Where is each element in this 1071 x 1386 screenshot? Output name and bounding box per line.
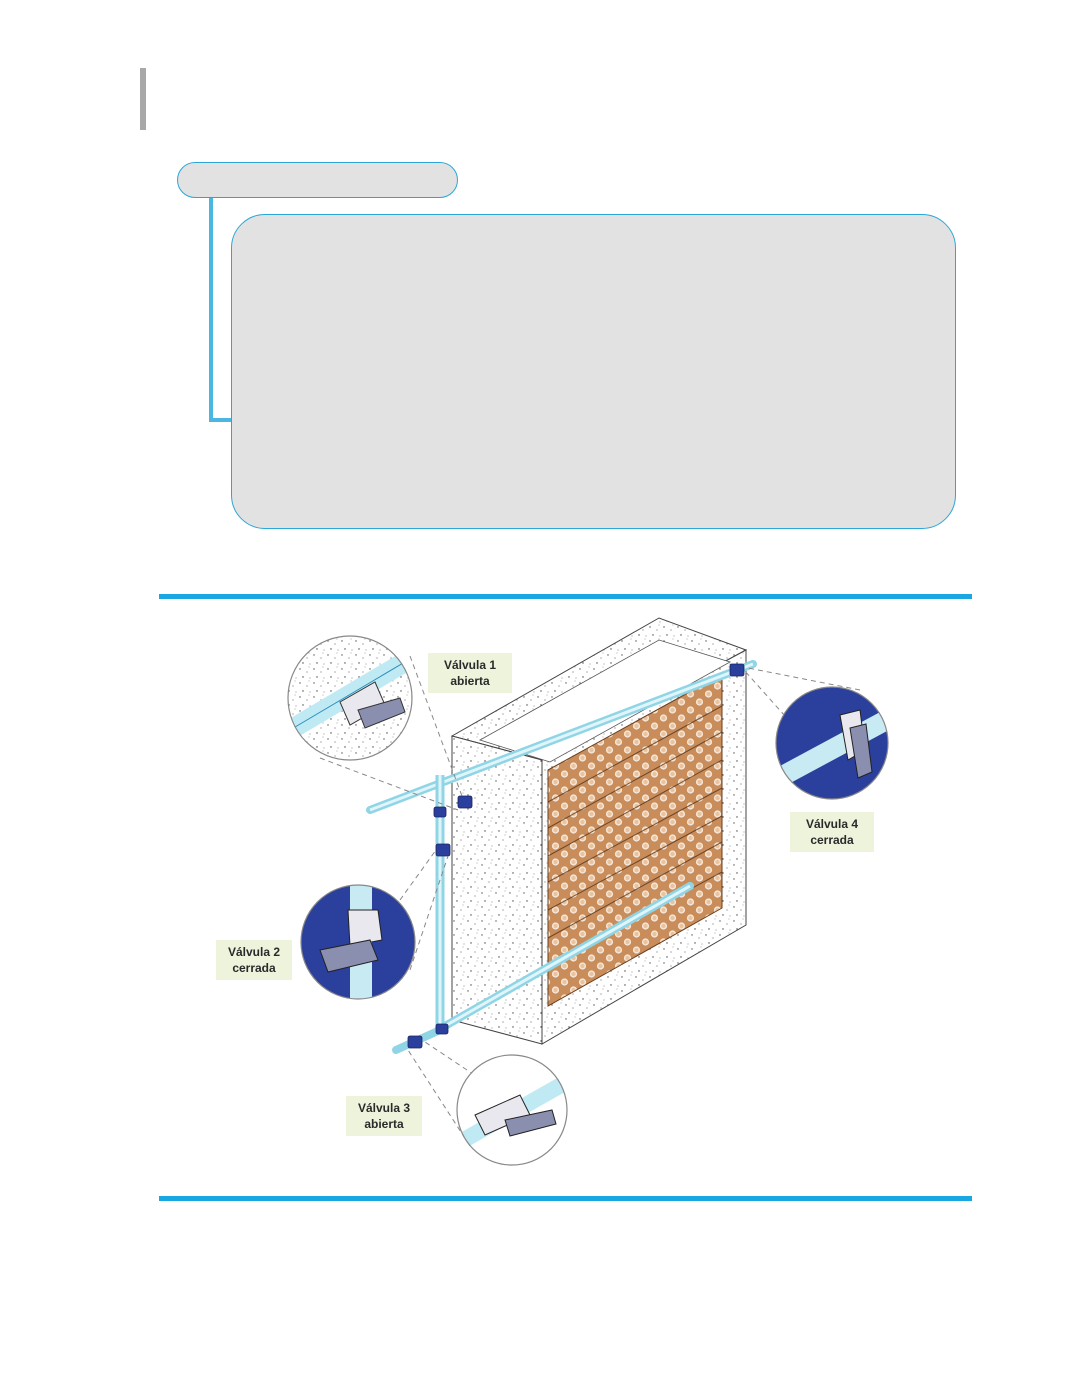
valve-2-marker xyxy=(435,843,451,857)
connector-line xyxy=(209,198,233,422)
illustration-svg xyxy=(287,617,889,1166)
valve-3-marker xyxy=(407,1035,423,1049)
valve-1-marker xyxy=(457,795,473,809)
text-box xyxy=(231,214,956,529)
zoom-valve-4 xyxy=(776,687,888,799)
section-title-pill xyxy=(177,162,458,198)
figure-bottom-rule xyxy=(159,1196,972,1201)
side-marker-bar xyxy=(140,68,146,130)
zoom-valve-3 xyxy=(457,1055,567,1165)
zoom-valve-2 xyxy=(301,885,415,999)
evaporative-pad xyxy=(547,673,723,1007)
zoom-valve-1 xyxy=(288,636,412,760)
valve-4-marker xyxy=(729,663,745,677)
figure-top-rule xyxy=(159,594,972,599)
